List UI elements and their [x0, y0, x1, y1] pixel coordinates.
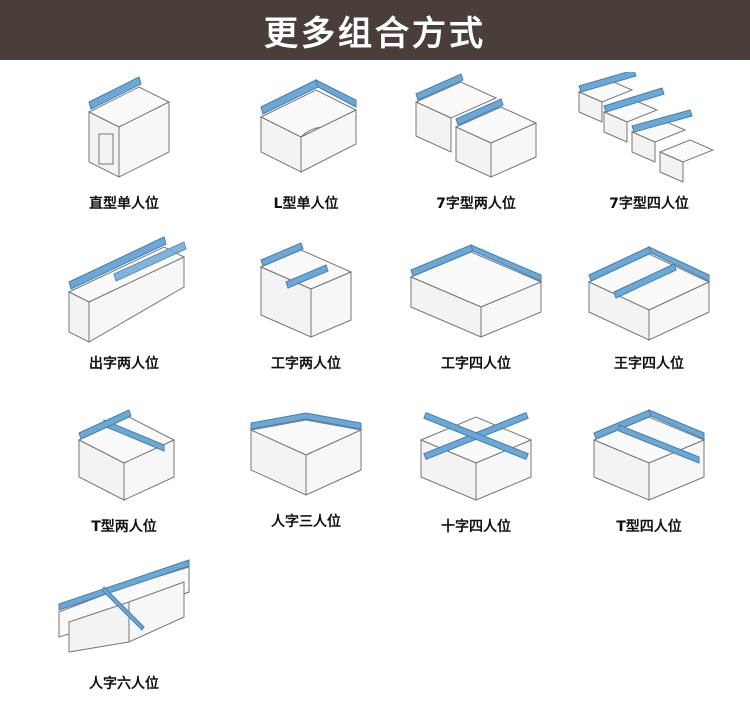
layout-label: 工字两人位	[271, 356, 341, 372]
layout-label: 7字型两人位	[436, 196, 516, 212]
layout-item: 工字两人位	[212, 232, 400, 373]
layout-label: T型两人位	[91, 519, 157, 535]
layout-item: 7字型四人位	[555, 72, 743, 213]
layout-item: T型四人位	[555, 395, 743, 536]
layout-label: 人字六人位	[89, 676, 159, 692]
workstation-wang-quad-image	[587, 246, 711, 341]
layout-item: 直型单人位	[30, 72, 218, 213]
layout-item: 7字型两人位	[382, 72, 570, 213]
layout-label: 工字四人位	[441, 356, 511, 372]
workstation-t-double-image	[77, 409, 176, 501]
header-banner: 更多组合方式	[0, 0, 750, 60]
layout-label: T型四人位	[616, 519, 682, 535]
page-title: 更多组合方式	[264, 13, 486, 54]
layout-label: 王字四人位	[614, 356, 684, 372]
layout-item: 人字三人位	[212, 395, 400, 531]
layout-item: 王字四人位	[555, 232, 743, 373]
workstation-gong-quad-image	[409, 244, 543, 338]
workstation-ren-triple-image	[249, 412, 363, 496]
workstation-chu-double-image	[67, 236, 187, 343]
workstation-ren-six-image	[58, 559, 190, 653]
workstation-cross-quad-image	[419, 411, 533, 501]
layout-label: 7字型四人位	[609, 196, 689, 212]
workstation-straight-single-image	[87, 76, 171, 178]
workstation-7-quad-image	[577, 72, 715, 183]
layout-label: 十字四人位	[441, 519, 511, 535]
layout-label: 人字三人位	[271, 514, 341, 530]
workstation-l-single-image	[259, 79, 358, 173]
layout-item: 工字四人位	[382, 232, 570, 373]
layout-item: 人字六人位	[30, 552, 218, 693]
layout-label: L型单人位	[273, 196, 339, 212]
workstation-gong-double-image	[259, 242, 353, 338]
layout-grid: 直型单人位 L型单人位 7字型两人位	[0, 60, 750, 706]
workstation-7-double-image	[414, 73, 538, 178]
layout-item: L型单人位	[212, 72, 400, 213]
layout-label: 直型单人位	[89, 196, 159, 212]
layout-item: T型两人位	[30, 395, 218, 536]
workstation-t-quad-image	[592, 409, 706, 501]
layout-item: 十字四人位	[382, 395, 570, 536]
layout-label: 出字两人位	[89, 356, 159, 372]
layout-item: 出字两人位	[30, 232, 218, 373]
